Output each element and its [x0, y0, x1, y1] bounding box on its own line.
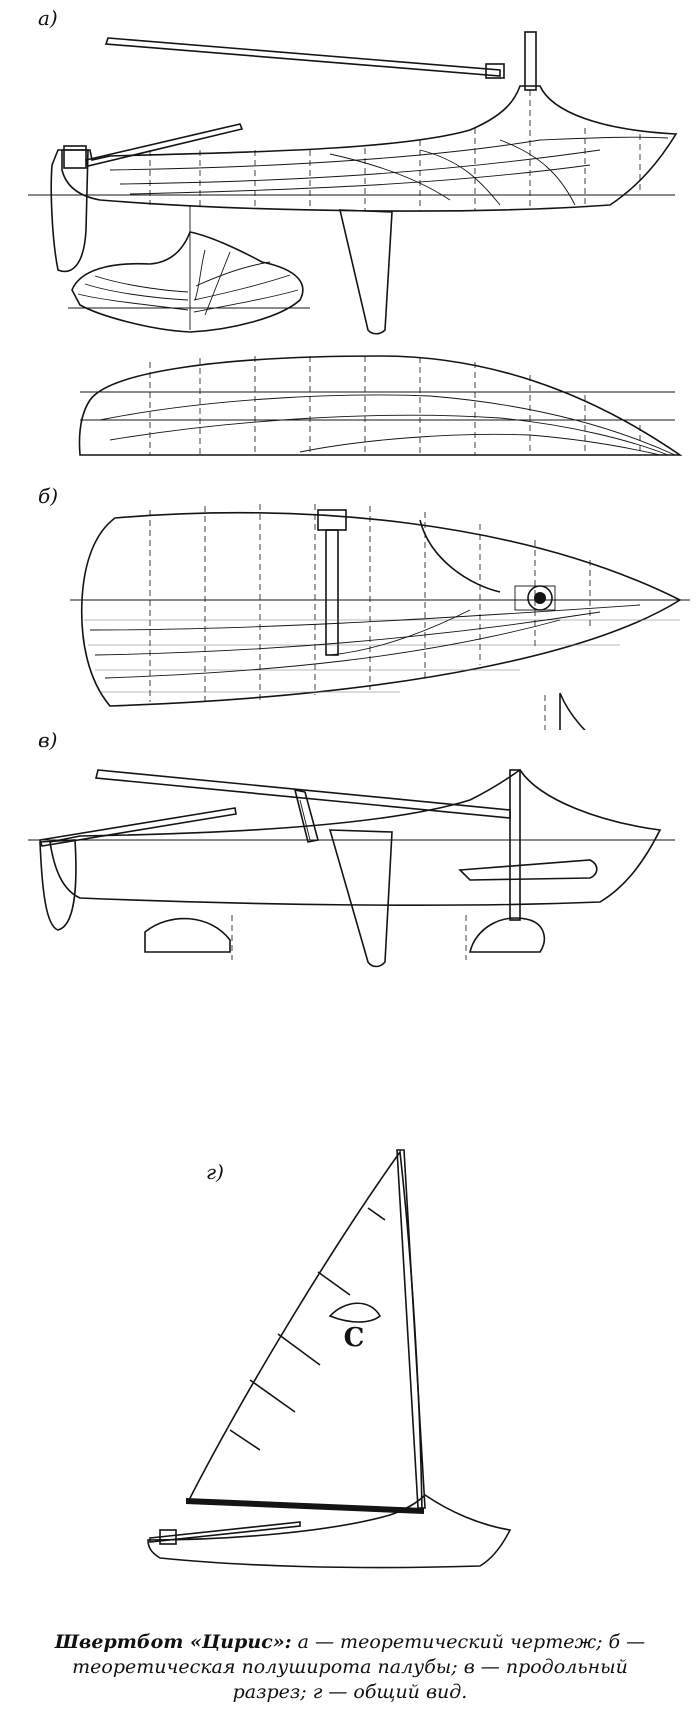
- panel-b-deck-plan: [70, 504, 690, 730]
- panel-b-waterline-1: [89, 604, 641, 631]
- panel-v-hull: [49, 768, 662, 907]
- panel-label-b: б): [38, 484, 59, 508]
- panel-v-centreboard-trunk: [458, 859, 598, 881]
- panel-a-hull-profile: [61, 85, 678, 212]
- panel-a-body-plan: [68, 205, 310, 333]
- panel-b-mast-partner: [317, 509, 347, 531]
- panel-g-boom: [186, 1498, 424, 1514]
- panel-a-boom-jaw: [485, 63, 505, 79]
- panel-g-battens: [229, 1207, 386, 1451]
- panel-g-sail: [186, 1149, 423, 1513]
- panel-v-section-right: [468, 917, 546, 953]
- panel-b-deck-outline: [80, 511, 682, 707]
- panel-v-vang: [299, 799, 330, 841]
- panel-v-tiller: [38, 807, 237, 847]
- panel-v-longitudinal-section: [28, 768, 675, 968]
- panel-a-boom: [104, 37, 501, 77]
- figure-caption: Швертбот «Цирис»: а — теоретический черт…: [40, 1630, 660, 1705]
- panel-a-rudder-head: [63, 145, 87, 169]
- panel-label-v: в): [38, 728, 58, 752]
- panel-b-bow-section: [559, 692, 586, 730]
- caption-text: а — теоретический чертеж; б — теоретичес…: [72, 1631, 646, 1703]
- panel-v-rudder: [39, 839, 77, 931]
- panel-label-a: а): [38, 6, 58, 30]
- panel-g-rudder-head: [159, 1529, 177, 1545]
- panel-a-sheer-line: [109, 136, 669, 171]
- panel-a-buttock-2: [129, 164, 591, 195]
- panel-a-buttock-5: [499, 139, 576, 206]
- panel-b-waterline-4: [329, 609, 471, 656]
- caption-title: Швертбот «Цирис»:: [54, 1631, 292, 1653]
- panel-b-centreboard-trunk: [325, 529, 339, 656]
- panel-a-stations: [149, 90, 641, 211]
- panel-g-mast: [396, 1149, 426, 1509]
- panel-label-g: г): [206, 1160, 224, 1184]
- panel-a-lines-plan: [28, 31, 683, 456]
- panel-g-insignia-letter: C: [344, 1323, 365, 1353]
- panel-g-general-view: C: [147, 1149, 512, 1569]
- panel-a-tiller: [84, 123, 244, 167]
- panel-v-centreboard: [328, 829, 393, 968]
- panel-a-buttock-1: [119, 149, 601, 185]
- panel-g-tiller: [149, 1521, 301, 1543]
- panel-a-buttock-3: [329, 153, 451, 201]
- panel-v-mast: [509, 769, 521, 921]
- panel-v-section-left: [144, 917, 231, 953]
- panel-a-buttock-4: [419, 149, 501, 206]
- panel-a-half-breadth: [78, 355, 683, 456]
- panel-a-mast: [524, 31, 537, 91]
- panel-b-grid: [84, 504, 680, 702]
- panel-b-waterline-3: [104, 619, 561, 679]
- panel-a-centreboard: [338, 209, 393, 335]
- panel-a-rudder: [50, 149, 89, 273]
- panel-b-waterline-2: [94, 611, 601, 656]
- panel-g-hull: [147, 1493, 512, 1569]
- panel-g-insignia-swirl: [328, 1302, 382, 1323]
- panel-b-coaming: [419, 519, 501, 593]
